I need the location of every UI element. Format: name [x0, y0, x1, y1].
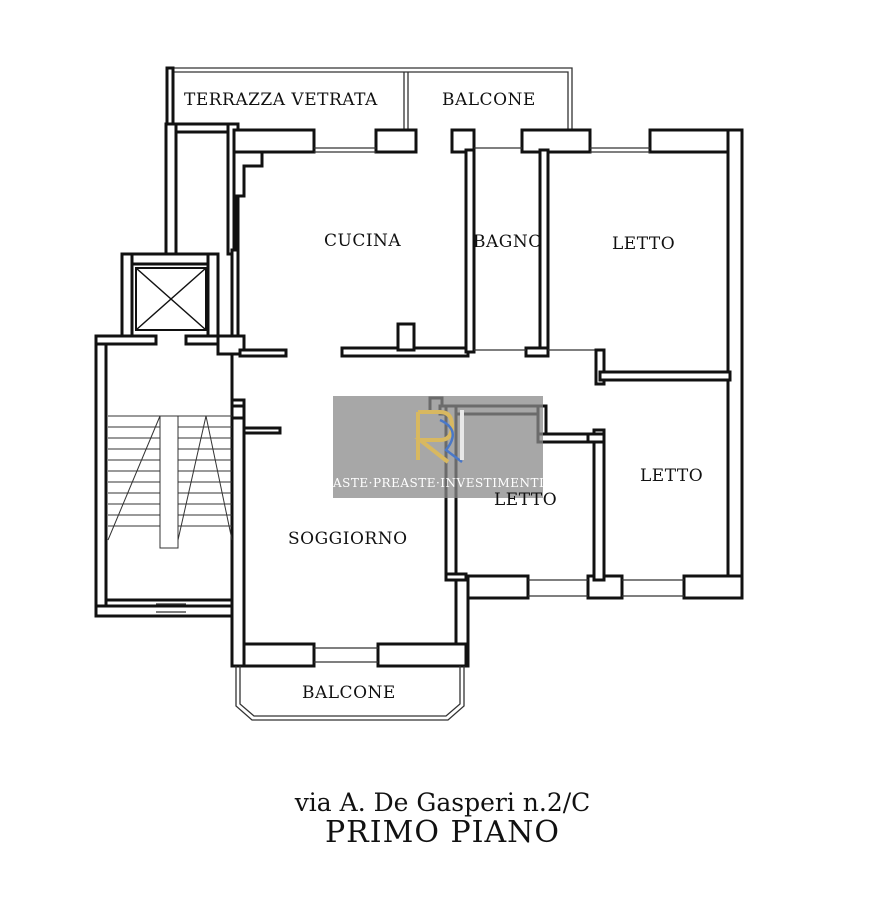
room-label-terrazza: TERRAZZA VETRATA [184, 90, 378, 110]
room-label-balcone-top: BALCONE [442, 90, 536, 110]
room-label-soggiorno: SOGGIORNO [288, 529, 408, 549]
watermark-text: ASTE·PREASTE·INVESTIMENTI [333, 476, 545, 490]
bottom-balcony-outline [235, 666, 465, 721]
room-label-letto-2: LETTO [494, 490, 557, 510]
room-label-letto-3: LETTO [640, 466, 703, 486]
room-label-bagno: BAGNO [473, 232, 543, 252]
room-labels: TERRAZZA VETRATA BALCONE CUCINA BAGNO LE… [184, 90, 703, 703]
room-label-letto-1: LETTO [612, 234, 675, 254]
interior-walls [216, 148, 732, 582]
elevator-shaft [135, 267, 207, 331]
watermark [333, 396, 543, 498]
room-label-balcone-bottom: BALCONE [302, 683, 396, 703]
staircase [107, 415, 233, 613]
exterior-walls [94, 122, 744, 668]
address-caption: via A. De Gasperi n.2/C [294, 788, 591, 817]
floor-title: PRIMO PIANO [324, 815, 561, 850]
ri-monogram-logo [414, 410, 464, 464]
room-label-cucina: CUCINA [324, 231, 401, 251]
